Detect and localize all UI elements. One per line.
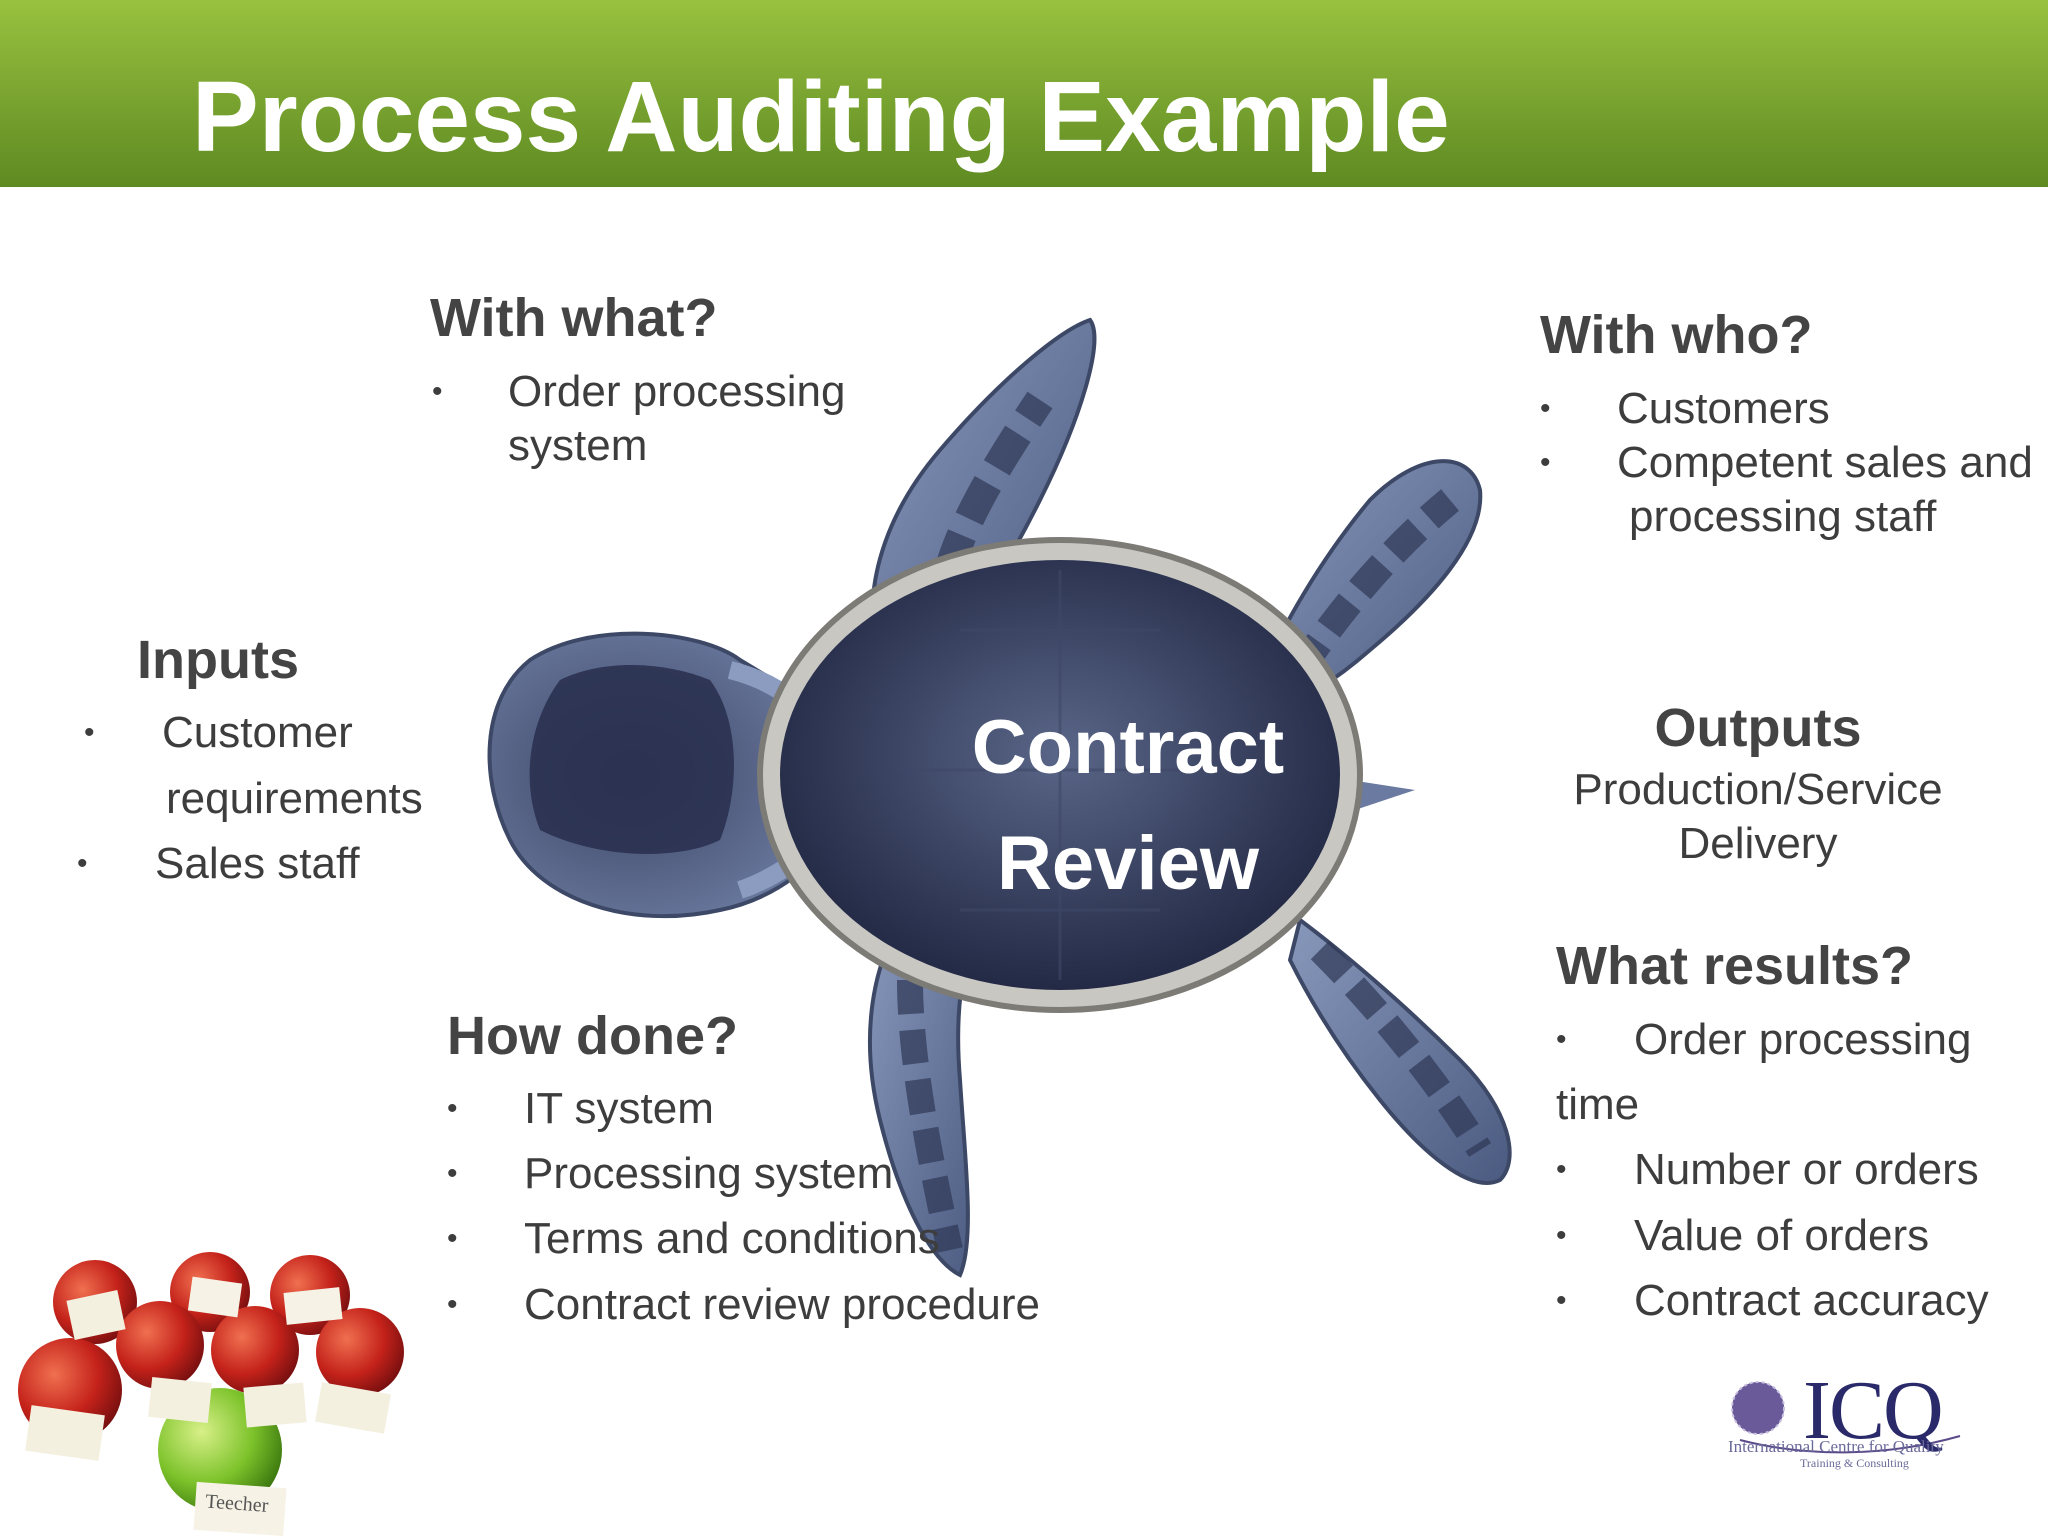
- what-results-item: time: [1556, 1080, 1640, 1129]
- with-what-heading: With what?: [430, 288, 718, 348]
- bullet-icon: •: [1556, 1219, 1567, 1252]
- how-done-item: Contract review procedure: [524, 1280, 1041, 1329]
- bullet-icon: •: [447, 1222, 458, 1255]
- bullet-icon: •: [1556, 1284, 1567, 1317]
- with-who-item: Competent sales and: [1617, 438, 2033, 487]
- center-label: Contract Review: [918, 690, 1338, 922]
- what-results-item: Number or orders: [1634, 1145, 1979, 1194]
- bullet-icon: •: [432, 375, 443, 408]
- inputs-heading: Inputs: [137, 630, 299, 690]
- logo-subtitle: International Centre for Quality: [1728, 1437, 1944, 1456]
- outputs-heading: Outputs: [1654, 698, 1862, 758]
- inputs-item: Sales staff: [155, 839, 360, 888]
- title-bar: [0, 0, 2048, 187]
- outputs-item: Production/Service: [1573, 765, 1943, 814]
- how-done-item: Processing system: [524, 1149, 894, 1198]
- how-done-item: IT system: [524, 1084, 714, 1133]
- with-what-item: system: [508, 421, 648, 470]
- center-line-2: Review: [997, 821, 1259, 906]
- bullet-icon: •: [447, 1288, 458, 1321]
- bullet-icon: •: [1556, 1023, 1567, 1056]
- what-results-item: Order processing: [1634, 1015, 1972, 1064]
- what-results-item: Value of orders: [1634, 1211, 1930, 1260]
- how-done-heading: How done?: [447, 1006, 738, 1066]
- inputs-item: Customer: [162, 708, 353, 757]
- turtle-illustration: [487, 317, 1512, 1278]
- bullet-icon: •: [447, 1092, 458, 1125]
- with-who-item: Customers: [1617, 384, 1830, 433]
- outputs-item: Delivery: [1678, 819, 1838, 868]
- logo-name: ICQ: [1803, 1364, 1944, 1457]
- how-done-item: Terms and conditions: [524, 1214, 940, 1263]
- with-what-item: Order processing: [508, 367, 846, 416]
- bullet-icon: •: [1540, 392, 1551, 425]
- logo-tagline: Training & Consulting: [1800, 1456, 1909, 1470]
- bullet-icon: •: [1556, 1153, 1567, 1186]
- apple-note-label: Teecher: [205, 1491, 270, 1517]
- with-who-item: processing staff: [1629, 492, 1937, 541]
- bullet-icon: •: [77, 847, 88, 880]
- bullet-icon: •: [1540, 446, 1551, 479]
- what-results-item: Contract accuracy: [1634, 1276, 1989, 1325]
- with-who-heading: With who?: [1540, 305, 1813, 365]
- apples-picture: Teecher: [18, 1252, 404, 1536]
- slide-title: Process Auditing Example: [192, 61, 1450, 173]
- bullet-icon: •: [84, 716, 95, 749]
- bullet-icon: •: [447, 1157, 458, 1190]
- inputs-item: requirements: [166, 774, 423, 823]
- what-results-heading: What results?: [1556, 936, 1914, 996]
- center-line-1: Contract: [971, 705, 1285, 790]
- icq-logo: [1731, 1381, 1961, 1454]
